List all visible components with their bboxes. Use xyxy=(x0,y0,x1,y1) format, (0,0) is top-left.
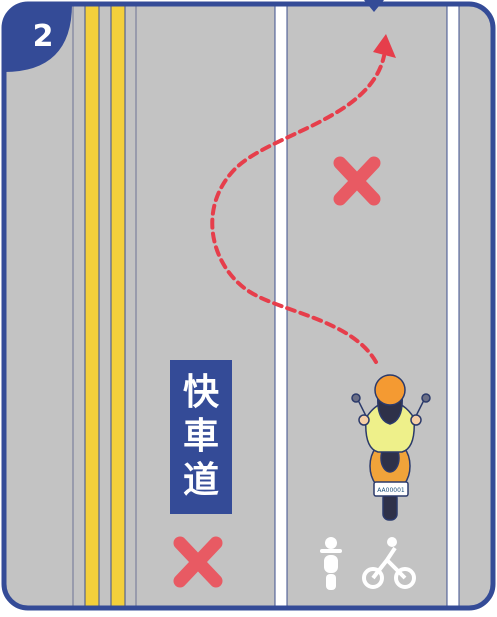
sign-board xyxy=(170,360,232,514)
scooter-icon xyxy=(320,537,342,590)
road-markings xyxy=(72,4,460,608)
arrow-head-icon xyxy=(373,34,396,58)
x-mark-icon xyxy=(173,536,223,588)
weaving-path xyxy=(210,54,386,364)
bicycle-icon xyxy=(362,537,416,589)
license-plate: AA00001 xyxy=(377,486,405,494)
scooter-rider xyxy=(351,374,431,521)
step-number: 2 xyxy=(32,18,54,54)
lane-sign: 快車道 xyxy=(170,360,232,514)
triangle-pointer-icon xyxy=(364,0,384,12)
double-yellow-line xyxy=(84,4,126,608)
step-badge xyxy=(4,4,72,72)
lane-sign-text: 快車道 xyxy=(182,372,219,501)
road-surface xyxy=(4,4,493,608)
road-edge-line xyxy=(446,4,460,608)
x-mark-icon xyxy=(333,156,381,206)
